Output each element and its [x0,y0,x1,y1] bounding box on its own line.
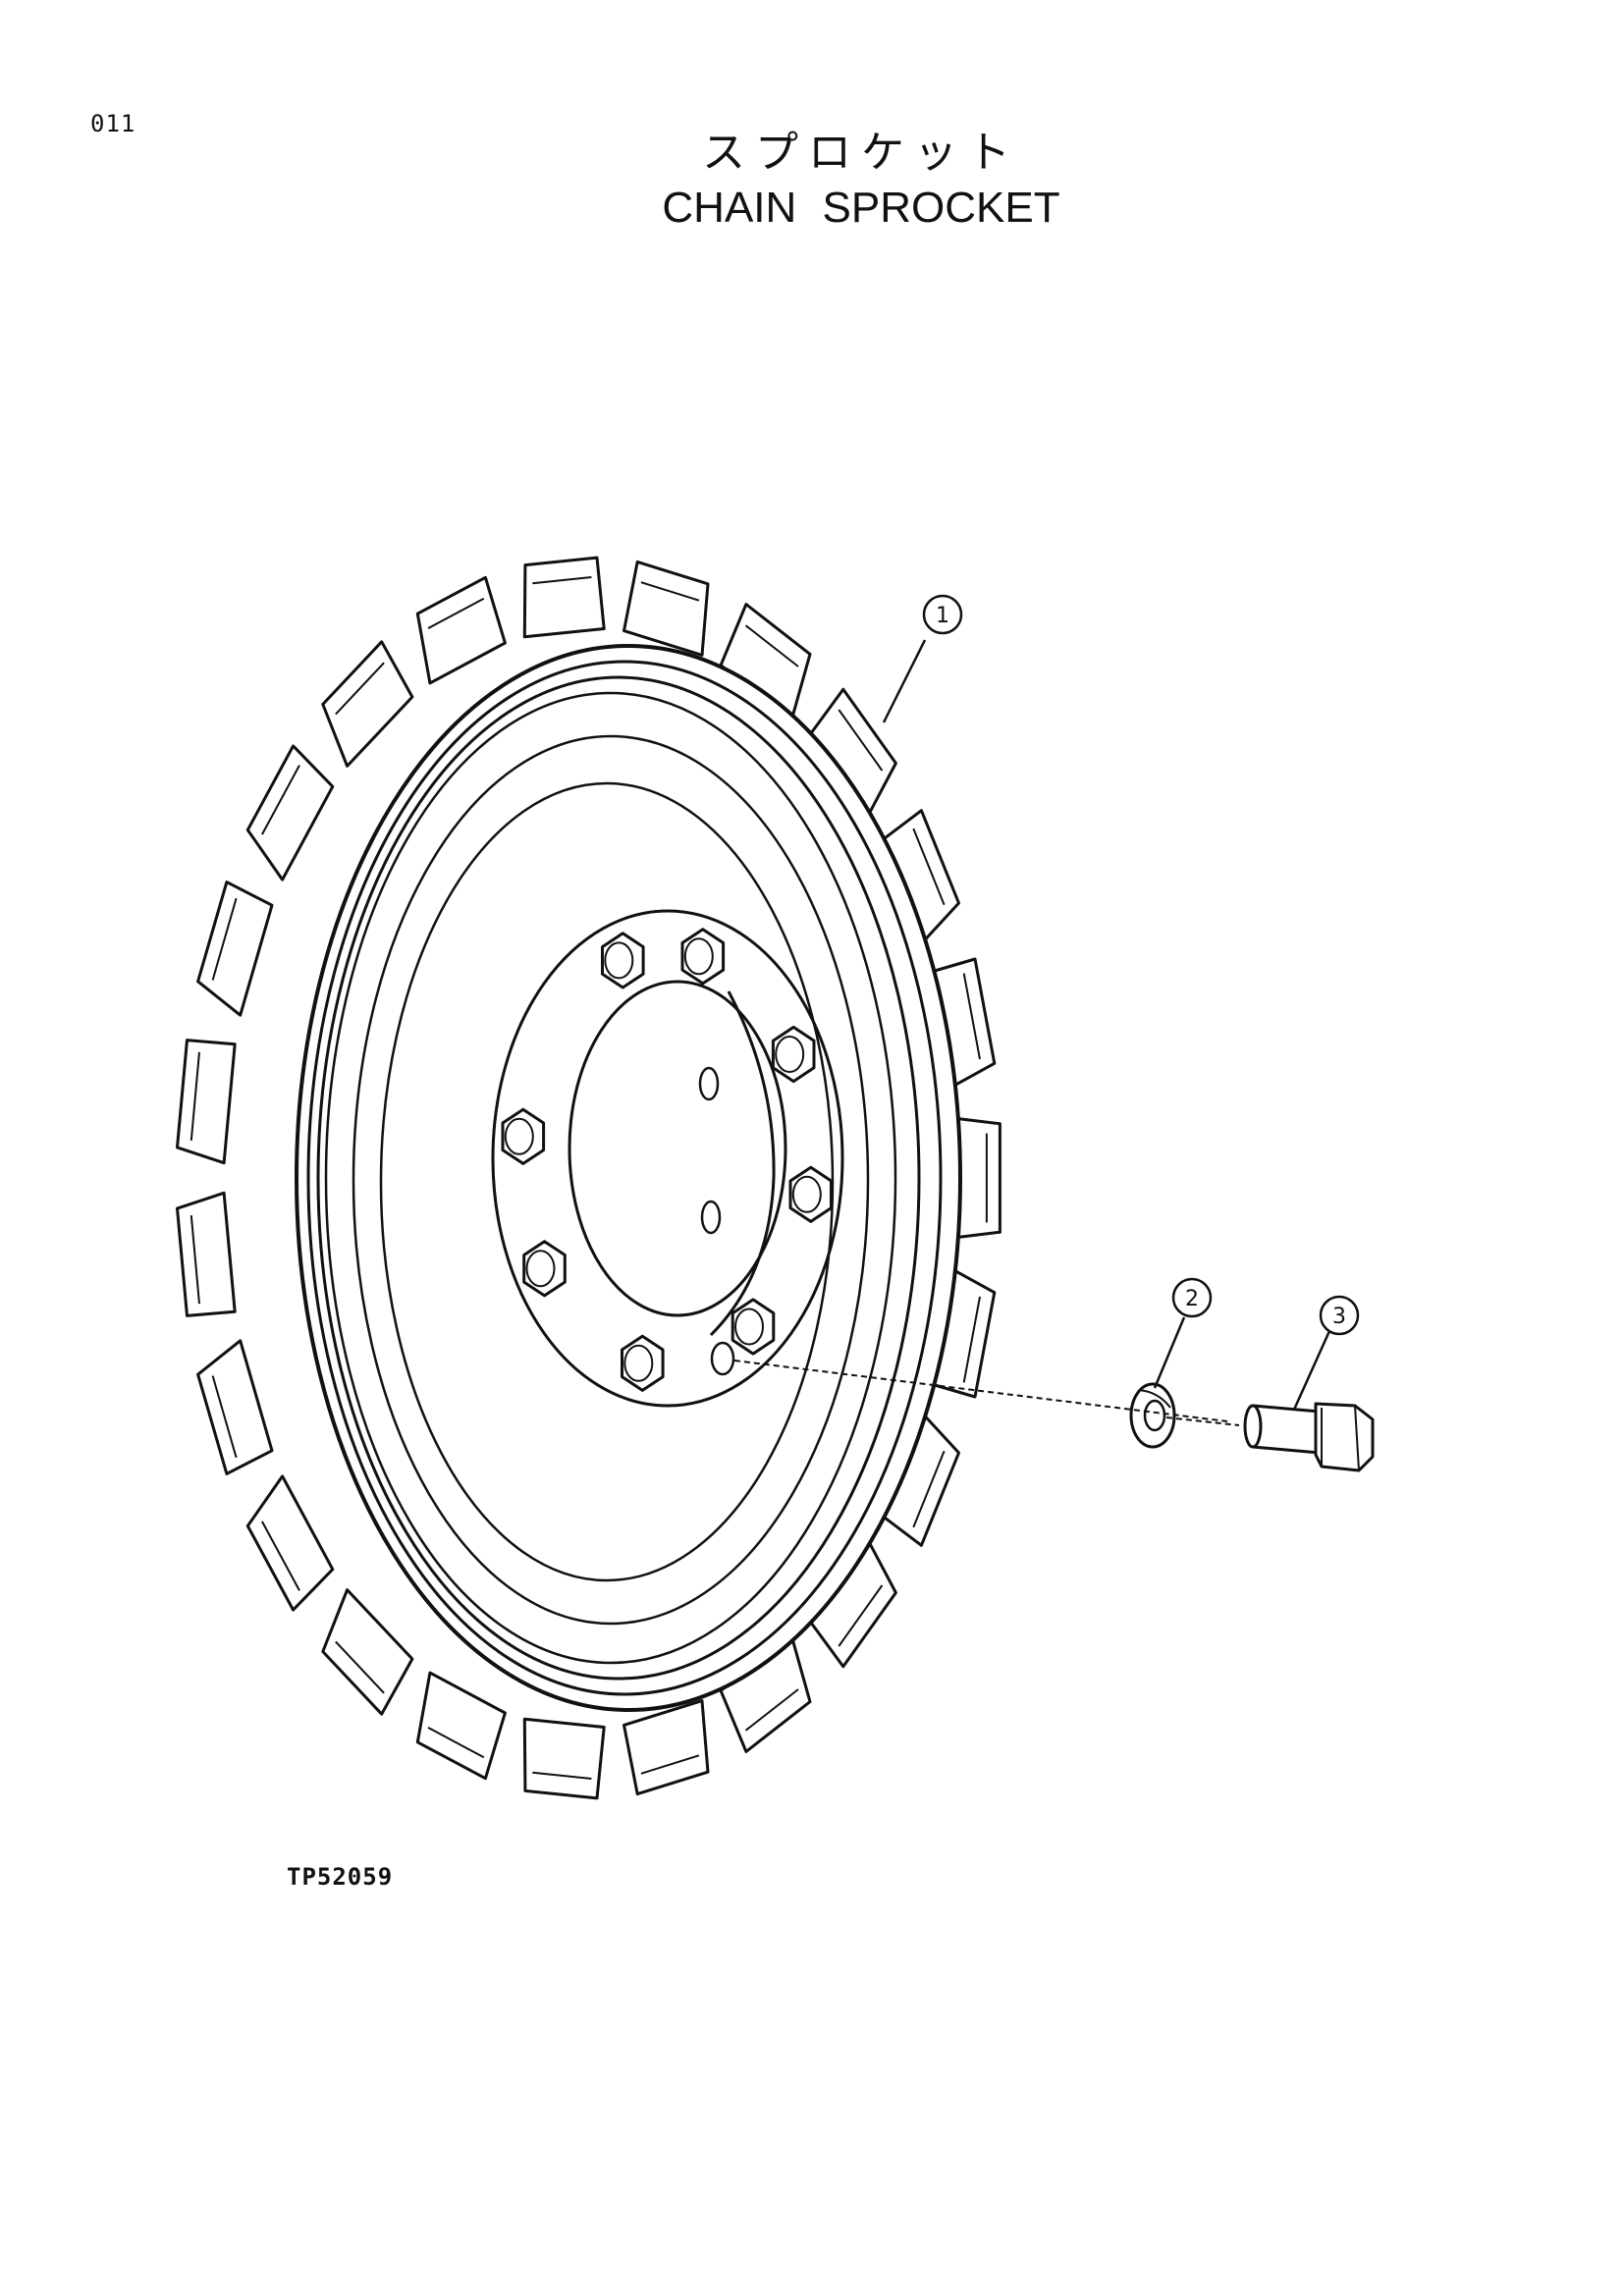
leader-line-2 [1153,1316,1186,1389]
hub-bolt-head [601,932,645,989]
title-english: CHAIN SPROCKET [662,184,1060,232]
assembly-line-2 [1165,1416,1240,1426]
hub-bolt-face [734,1308,764,1346]
sprocket-tooth [623,560,710,657]
sprocket-tooth [321,640,414,768]
hub-bolt-head [731,1298,776,1356]
sprocket-tooth [196,1339,274,1475]
sprocket-tooth [415,1671,507,1781]
hub-flange [491,909,844,1408]
tooth-edge-line [912,828,946,906]
tooth-edge-line [211,1375,238,1459]
bolt [1243,1402,1375,1472]
sprocket-tooth [176,1191,237,1317]
hub-bolt-head [771,1025,816,1084]
hub-bolt-face [525,1250,556,1288]
sprocket-tooth [321,1588,414,1716]
tooth-edge-line [427,597,485,629]
tooth-edge-line [640,581,700,602]
hub-bolts [501,928,833,1392]
sprocket-tooth [196,881,274,1017]
sprocket-tooth [245,1474,335,1612]
callout-label-1: 1 [936,604,949,628]
tooth-edge-line [744,624,799,667]
tooth-edge-line [640,1754,700,1775]
tooth-edge-line [211,897,238,981]
tooth-edge-line [838,709,884,772]
callout-label-3: 3 [1332,1305,1346,1329]
tooth-edge-line [335,662,385,716]
sprocket-teeth [176,556,1001,1800]
hub-bolt-head [788,1165,833,1223]
figure-id: TP52059 [287,1863,394,1891]
hub-bolt-head [522,1240,567,1298]
page-number: 011 [90,110,136,137]
tooth-edge-line [532,576,592,585]
sprocket-tooth [176,1039,237,1165]
title-japanese: スプロケット [702,128,1020,178]
sprocket-tooth [522,556,606,639]
hub-bolt-face [775,1036,805,1073]
tooth-edge-line [962,1296,981,1383]
sprocket-disc [295,644,962,1712]
hub-bolt-face [683,937,714,976]
tooth-edge-line [962,973,981,1060]
hub-bolt-head [621,1334,665,1392]
hub-bolt-head [501,1107,546,1165]
callout-2: 2 [1171,1277,1213,1318]
callout-1: 1 [922,594,963,635]
tooth-edge-line [189,1215,200,1305]
hub-bolt-face [623,1344,654,1382]
hub-bolt-head [680,928,726,986]
leader-line-3 [1292,1330,1331,1411]
washer [1129,1382,1176,1449]
leader-line-1 [882,639,927,723]
tooth-edge-line [532,1771,592,1780]
title-block: スプロケット CHAIN SPROCKET [0,126,1624,236]
hub-bolt-face [791,1175,822,1213]
tooth-edge-line [261,1521,300,1591]
callout-3: 3 [1319,1295,1360,1336]
tooth-edge-line [261,765,300,835]
sprocket-tooth [415,575,507,685]
tooth-edge-line [335,1640,385,1694]
sprocket-tooth [245,744,335,881]
sprocket-tooth [623,1699,710,1796]
hub-bolt-face [604,941,634,980]
sprocket-tooth [522,1717,606,1800]
tooth-edge-line [912,1450,946,1528]
tooth-edge-line [427,1727,485,1759]
tooth-edge-line [744,1688,799,1732]
hub-bolt-face [504,1117,534,1155]
tooth-edge-line [838,1584,884,1647]
callout-label-2: 2 [1185,1287,1199,1311]
tooth-edge-line [189,1051,200,1141]
